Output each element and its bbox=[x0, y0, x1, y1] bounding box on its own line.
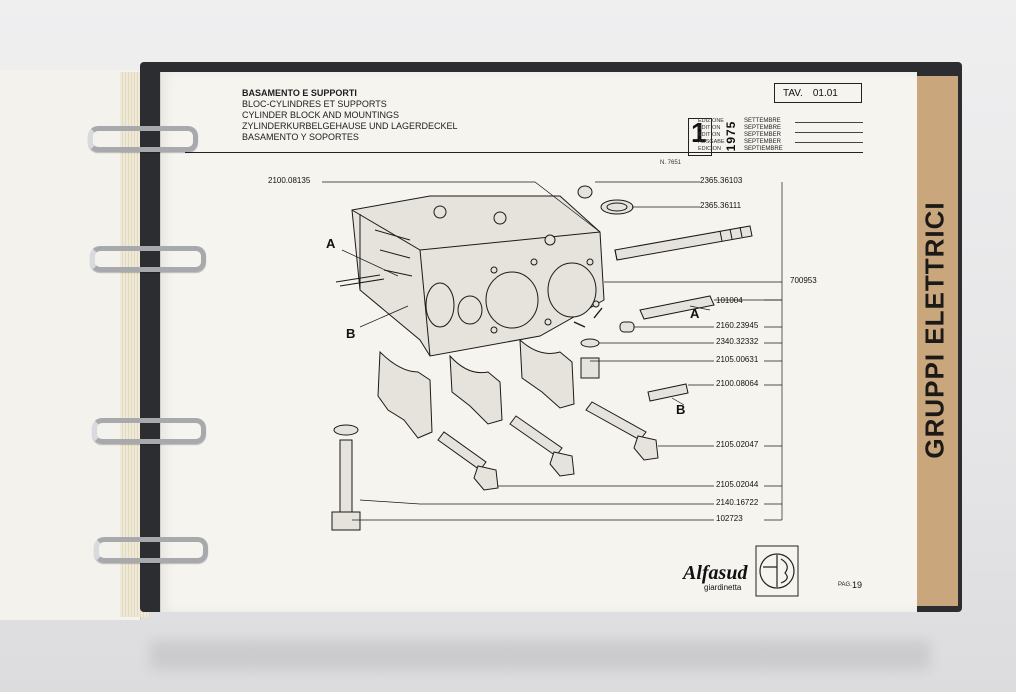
edition-month: SETTEMBRE bbox=[744, 118, 781, 124]
leader-lines bbox=[322, 181, 783, 521]
title-english: CYLINDER BLOCK AND MOUNTINGS bbox=[242, 110, 400, 120]
edition-labels: EDIZIONE EDITION EDITION AUSGABE EDICION bbox=[698, 118, 725, 153]
dowel-small bbox=[619, 321, 635, 333]
edition-month: SEPTEMBER bbox=[744, 139, 782, 145]
cylinder-block bbox=[335, 195, 605, 357]
plug-small bbox=[577, 185, 593, 199]
edition-month: SEPTEMBRE bbox=[744, 125, 782, 131]
edition-rules bbox=[795, 122, 863, 152]
marker-b: B bbox=[676, 402, 686, 417]
binder-ring bbox=[94, 537, 208, 563]
part-number: 101004 bbox=[716, 296, 743, 305]
alfa-romeo-emblem-icon bbox=[755, 545, 799, 597]
part-number: 2140.16722 bbox=[716, 498, 759, 507]
left-page bbox=[0, 70, 141, 620]
edition-label: EDITION bbox=[698, 125, 721, 131]
marker-b: B bbox=[346, 326, 356, 341]
edition-label: EDITION bbox=[698, 132, 721, 138]
binder-ring bbox=[88, 126, 198, 152]
section-tab[interactable] bbox=[912, 76, 958, 606]
title-italian: BASAMENTO E SUPPORTI bbox=[242, 88, 357, 98]
edition-month: SEPTEMBER bbox=[744, 132, 782, 138]
drawing-code: N. 7651 bbox=[660, 160, 682, 166]
part-number: 700953 bbox=[790, 276, 817, 285]
washer bbox=[580, 338, 600, 348]
header-rule bbox=[185, 152, 863, 153]
edition-months: SETTEMBRE SEPTEMBRE SEPTEMBER SEPTEMBER … bbox=[744, 118, 783, 153]
part-number: 2105.02044 bbox=[716, 480, 759, 489]
part-number: 2100.08135 bbox=[268, 176, 311, 185]
page-number: 19 bbox=[852, 580, 863, 590]
page-header: BASAMENTO E SUPPORTI BLOC-CYLINDRES ET S… bbox=[242, 88, 458, 143]
marker-a: A bbox=[690, 306, 700, 321]
brand-logo: Alfasud bbox=[683, 562, 748, 584]
edition-box bbox=[688, 118, 712, 156]
stud-long bbox=[614, 225, 753, 261]
edition-label: AUSGABE bbox=[698, 139, 725, 145]
edition-month: SEPTIEMBRE bbox=[744, 146, 783, 152]
part-number: 2105.02047 bbox=[716, 440, 759, 449]
part-number: 2160.23945 bbox=[716, 321, 759, 330]
table-number-box: TAV. 01.01 bbox=[774, 83, 862, 103]
catalog-page bbox=[160, 72, 917, 612]
title-german: ZYLINDERKURBELGEHAUSE UND LAGERDECKEL bbox=[242, 121, 458, 131]
dowel-a bbox=[639, 295, 715, 320]
edition-label: EDIZIONE bbox=[698, 118, 724, 124]
bearing-caps bbox=[377, 338, 575, 439]
title-french: BLOC-CYLINDRES ET SUPPORTS bbox=[242, 99, 387, 109]
cap-bolts bbox=[437, 401, 659, 491]
dowel-b bbox=[647, 383, 689, 402]
binder-shadow bbox=[150, 640, 930, 670]
tav-number: 01.01 bbox=[812, 88, 838, 99]
binder-ring bbox=[92, 418, 206, 444]
part-number: 2105.00631 bbox=[716, 355, 759, 364]
part-number: 2340.32332 bbox=[716, 337, 759, 346]
model-name: giardinetta bbox=[704, 583, 742, 592]
part-number: 2100.08064 bbox=[716, 379, 759, 388]
nut bbox=[580, 357, 600, 379]
marker-a: A bbox=[326, 236, 336, 251]
edition-label: EDICION bbox=[698, 146, 721, 152]
part-number: 2365.36111 bbox=[700, 201, 742, 210]
edition-number: 1 bbox=[691, 117, 707, 148]
part-number: 102723 bbox=[716, 514, 743, 523]
arrows bbox=[573, 307, 603, 328]
tav-label: TAV. bbox=[783, 88, 803, 99]
vertical-bolt bbox=[331, 424, 361, 531]
page-label: PAG. bbox=[838, 582, 852, 588]
plug-large bbox=[600, 199, 634, 215]
part-number: 2365.36103 bbox=[700, 176, 743, 185]
title-spanish: BASAMENTO Y SOPORTES bbox=[242, 132, 359, 142]
binder-ring bbox=[90, 246, 206, 272]
